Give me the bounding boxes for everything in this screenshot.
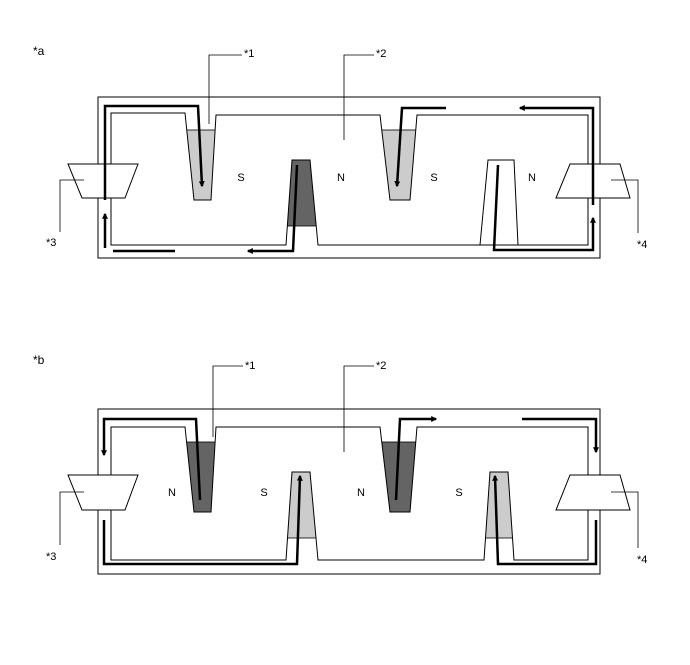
leader-a-3 <box>59 179 84 232</box>
flux-arrow-b-3 <box>522 417 599 454</box>
pole-box-a-4 <box>525 170 539 184</box>
sensor-left-b <box>67 474 139 511</box>
callout-a-2: *2 <box>376 48 386 60</box>
flux-arrow-a-6 <box>246 164 299 254</box>
pole-box-b-1 <box>165 485 179 499</box>
pole-label-b-2: S <box>260 487 267 499</box>
pole-label-a-2: N <box>337 172 345 184</box>
pole-label-a-3: S <box>430 172 437 184</box>
sensor-right-b <box>555 474 631 511</box>
diagram-a: *a S N S N <box>33 44 647 259</box>
sensor-left-a <box>67 163 139 199</box>
callout-a-1: *1 <box>244 48 254 60</box>
leader-a-4 <box>611 179 639 233</box>
panel-label-b: *b <box>33 353 45 367</box>
flux-arrow-b-2 <box>394 416 438 501</box>
diagram-b: *b N S N S <box>33 353 647 575</box>
leader-a-1 <box>208 54 242 124</box>
leader-b-2 <box>343 365 374 452</box>
callout-b-2: *2 <box>376 360 386 372</box>
pole-label-b-4: S <box>455 487 462 499</box>
pole-label-a-1: S <box>237 172 244 184</box>
flux-channel-b <box>110 426 589 561</box>
flux-arrow-a-1 <box>518 105 595 205</box>
pole-box-b-2 <box>257 485 271 499</box>
leader-b-4 <box>611 491 639 548</box>
flux-arrow-b-5 <box>492 474 598 566</box>
callout-a-3: *3 <box>46 237 56 249</box>
leader-b-1 <box>212 365 243 437</box>
pole-label-b-1: N <box>168 487 176 499</box>
flux-channel-a <box>110 112 589 246</box>
leader-a-2 <box>343 54 374 140</box>
callout-a-4: *4 <box>637 239 647 251</box>
pole-box-a-2 <box>334 170 348 184</box>
callout-leaders-a <box>59 54 639 233</box>
pole-label-b-3: N <box>357 487 365 499</box>
callout-b-4: *4 <box>637 554 647 566</box>
flux-arrow-a-2 <box>394 106 446 188</box>
pole-box-a-1 <box>234 170 248 184</box>
pole-box-a-3 <box>427 170 441 184</box>
callout-leaders-b <box>59 365 639 548</box>
flux-arrow-b-4 <box>102 474 303 566</box>
callout-b-1: *1 <box>245 360 255 372</box>
callout-b-3: *3 <box>46 551 56 563</box>
pole-label-a-4: N <box>528 172 536 184</box>
flux-arrow-a-3 <box>103 104 205 200</box>
flux-arrows-a <box>102 104 596 254</box>
flux-arrows-b <box>101 416 599 566</box>
pole-box-b-3 <box>354 485 368 499</box>
panel-label-a: *a <box>33 44 45 58</box>
leader-b-3 <box>59 491 84 545</box>
flux-arrow-a-7 <box>492 164 596 252</box>
pole-box-b-4 <box>452 485 466 499</box>
flux-arrow-b-1 <box>101 417 202 501</box>
